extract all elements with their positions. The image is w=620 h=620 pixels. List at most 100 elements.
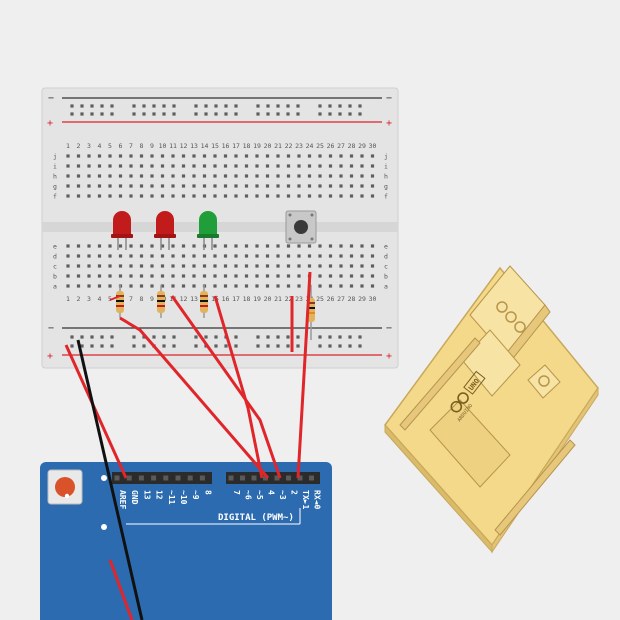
rail-hole <box>338 344 342 348</box>
terminal-hole <box>339 154 343 158</box>
terminal-hole <box>234 274 238 278</box>
terminal-hole <box>202 184 207 188</box>
terminal-hole <box>244 184 249 188</box>
terminal-hole <box>139 274 144 278</box>
terminal-hole <box>307 264 312 268</box>
column-number-top: 9 <box>150 142 154 150</box>
terminal-hole <box>328 274 333 278</box>
column-number-top: 19 <box>253 142 261 150</box>
column-number-top: 4 <box>98 142 102 150</box>
column-number-top: 22 <box>285 142 293 150</box>
terminal-hole <box>118 184 123 188</box>
terminal-hole <box>97 174 102 178</box>
led-green <box>197 211 219 250</box>
rail-hole <box>162 335 166 339</box>
row-letter-left: g <box>53 183 57 191</box>
terminal-hole <box>360 154 364 158</box>
terminal-hole <box>328 244 333 248</box>
rail-hole <box>194 344 198 348</box>
rail-hole <box>204 112 208 116</box>
rail-hole <box>162 344 166 348</box>
pin-label: 7 <box>232 490 241 495</box>
column-number-bottom: 9 <box>150 295 154 303</box>
pin-label: 4 <box>267 490 276 495</box>
terminal-hole <box>181 264 186 268</box>
rail-hole <box>100 335 104 339</box>
terminal-hole <box>160 264 165 268</box>
terminal-hole <box>339 174 343 178</box>
terminal-hole <box>76 164 81 168</box>
header-right <box>226 472 320 484</box>
terminal-hole <box>108 184 112 188</box>
resistor-3 <box>200 285 208 318</box>
terminal-hole <box>265 164 270 168</box>
terminal-hole <box>150 184 154 188</box>
rail-hole <box>110 344 114 348</box>
rail-hole <box>110 335 114 339</box>
rail-hole <box>90 112 94 116</box>
wire-5v-to-rail <box>64 344 128 479</box>
terminal-hole <box>286 264 291 268</box>
row-letter-right: g <box>384 183 388 191</box>
rail-hole <box>152 335 156 339</box>
column-number-top: 30 <box>369 142 377 150</box>
column-number-bottom: 26 <box>327 295 335 303</box>
terminal-hole <box>108 254 112 258</box>
column-number-top: 15 <box>211 142 219 150</box>
column-number-top: 24 <box>306 142 314 150</box>
terminal-hole <box>244 244 249 248</box>
rail-hole <box>276 104 280 108</box>
terminal-hole <box>349 154 354 158</box>
terminal-hole <box>129 184 133 188</box>
terminal-hole <box>66 264 70 268</box>
terminal-hole <box>234 284 238 288</box>
terminal-hole <box>297 264 301 268</box>
rail-hole <box>286 112 290 116</box>
terminal-hole <box>192 184 196 188</box>
terminal-hole <box>181 254 186 258</box>
terminal-hole <box>76 174 81 178</box>
terminal-hole <box>108 154 112 158</box>
pin-label: ~6 <box>244 490 253 500</box>
header-pin <box>199 475 205 481</box>
terminal-hole <box>150 164 154 168</box>
column-number-bottom: 30 <box>369 295 377 303</box>
terminal-hole <box>297 154 301 158</box>
terminal-hole <box>150 174 154 178</box>
pin-label: ~9 <box>191 490 200 500</box>
terminal-hole <box>118 264 123 268</box>
column-number-bottom: 16 <box>222 295 230 303</box>
terminal-hole <box>265 284 270 288</box>
terminal-hole <box>97 154 102 158</box>
rail-hole <box>194 335 198 339</box>
terminal-hole <box>318 164 322 168</box>
terminal-hole <box>76 154 81 158</box>
terminal-hole <box>318 284 322 288</box>
terminal-hole <box>213 154 217 158</box>
rail-hole <box>286 104 290 108</box>
terminal-hole <box>160 244 165 248</box>
terminal-hole <box>244 174 249 178</box>
terminal-hole <box>129 164 133 168</box>
terminal-hole <box>223 274 228 278</box>
terminal-hole <box>370 184 375 188</box>
pin-label: ~10 <box>179 490 188 505</box>
row-letter-left: b <box>53 273 57 281</box>
rail-hole <box>318 112 322 116</box>
header-left <box>112 472 212 484</box>
terminal-hole <box>370 194 375 198</box>
rail-hole <box>132 335 136 339</box>
terminal-hole <box>129 264 133 268</box>
terminal-hole <box>139 164 144 168</box>
terminal-hole <box>328 184 333 188</box>
column-number-top: 7 <box>129 142 133 150</box>
terminal-hole <box>349 284 354 288</box>
reset-button <box>55 477 75 497</box>
rail-hole <box>224 112 228 116</box>
terminal-hole <box>339 164 343 168</box>
row-letter-right: f <box>384 193 388 201</box>
led-red-2 <box>154 211 176 250</box>
terminal-hole <box>276 184 280 188</box>
mount-hole-3 <box>101 524 107 530</box>
column-number-bottom: 25 <box>316 295 324 303</box>
